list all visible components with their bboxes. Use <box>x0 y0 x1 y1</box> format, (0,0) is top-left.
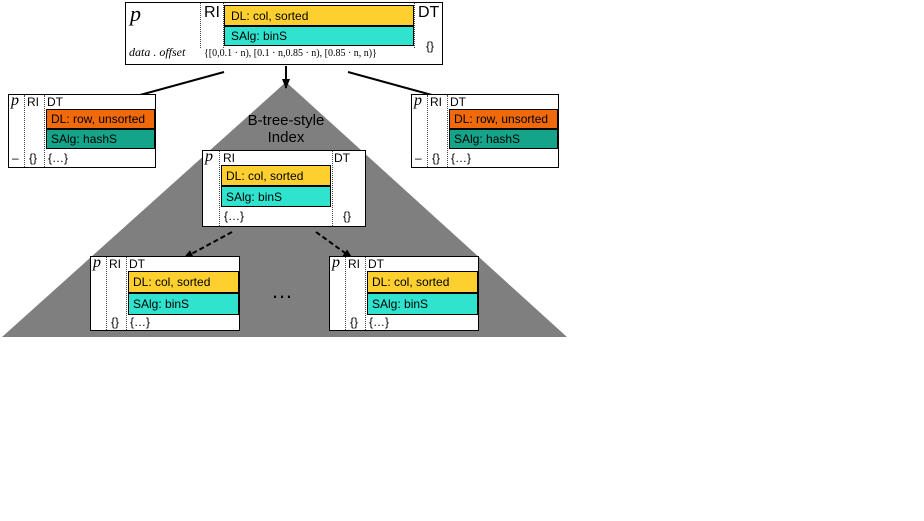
index-title: B-tree-style Index <box>226 112 346 146</box>
root-dt-value: {} <box>426 39 435 53</box>
index-leaf-left: p RI DT DL: col, sorted SAlg: binS {} {…… <box>90 254 240 331</box>
right-ri-value: {} <box>432 151 441 165</box>
leaf-right-salg-bar: SAlg: binS <box>367 293 478 315</box>
leaf-right-dl-text: DL: col, sorted <box>372 275 450 289</box>
root-salg-bar: SAlg: binS <box>224 26 414 46</box>
right-dl-bar: DL: row, unsorted <box>449 109 558 129</box>
left-node: p RI DT DL: row, unsorted SAlg: hashS – … <box>8 92 156 168</box>
left-salg-bar: SAlg: hashS <box>46 129 155 149</box>
left-dt-label: DT <box>47 95 63 109</box>
right-p-value: – <box>415 151 422 165</box>
root-dt-label: DT <box>418 4 440 21</box>
right-p-label: p <box>414 92 422 109</box>
right-dt-label: DT <box>450 95 466 109</box>
root-offset-label: data . offset <box>129 45 186 59</box>
leaf-right-dt-value: {…} <box>369 315 390 329</box>
index-top-salg-bar: SAlg: binS <box>221 186 331 207</box>
index-top-ri-label: RI <box>223 151 235 165</box>
left-dl-bar: DL: row, unsorted <box>46 109 155 129</box>
leaf-right-dl-bar: DL: col, sorted <box>367 271 478 293</box>
root-dl-bar: DL: col, sorted <box>224 5 414 26</box>
root-p-label: p <box>130 1 141 26</box>
leaf-left-dl-bar: DL: col, sorted <box>128 271 239 293</box>
leaf-ellipsis: … <box>271 278 293 303</box>
root-ri-label: RI <box>204 4 220 21</box>
right-node: p RI DT DL: row, unsorted SAlg: hashS – … <box>411 92 559 168</box>
right-salg-bar: SAlg: hashS <box>449 129 558 149</box>
leaf-right-salg-text: SAlg: binS <box>372 297 429 311</box>
index-title-line2: Index <box>267 129 305 146</box>
left-dt-value: {…} <box>48 151 69 165</box>
left-dl-text: DL: row, unsorted <box>51 112 146 126</box>
root-node: p RI DL: col, sorted SAlg: binS DT {} da… <box>125 1 443 65</box>
leaf-left-salg-bar: SAlg: binS <box>128 293 239 315</box>
right-ri-label: RI <box>430 95 442 109</box>
leaf-left-ri-label: RI <box>109 257 121 271</box>
leaf-right-ri-value: {} <box>350 315 359 329</box>
root-offset-values: {[0,0.1 · n), [0.1 · n,0.85 · n), [0.85 … <box>204 48 377 59</box>
index-top-p-label: p <box>205 148 213 165</box>
index-title-line1: B-tree-style <box>247 112 325 129</box>
right-dl-text: DL: row, unsorted <box>454 112 549 126</box>
arrow-index-to-leaf-left <box>183 231 233 259</box>
index-top-dt-label: DT <box>334 151 350 165</box>
right-dt-value: {…} <box>451 151 472 165</box>
right-salg-text: SAlg: hashS <box>454 132 521 146</box>
leaf-left-ri-value: {} <box>111 315 120 329</box>
index-top-ri-value: {…} <box>224 209 245 223</box>
index-top-dl-bar: DL: col, sorted <box>221 165 331 186</box>
index-leaf-right: p RI DT DL: col, sorted SAlg: binS {} {…… <box>329 254 479 331</box>
root-salg-text: SAlg: binS <box>231 29 288 43</box>
index-top-node: p RI DT DL: col, sorted SAlg: binS {…} {… <box>202 148 366 227</box>
left-ri-value: {} <box>29 151 38 165</box>
left-salg-text: SAlg: hashS <box>51 132 118 146</box>
left-ri-label: RI <box>27 95 39 109</box>
leaf-left-salg-text: SAlg: binS <box>133 297 190 311</box>
leaf-left-dl-text: DL: col, sorted <box>133 275 211 289</box>
leaf-left-dt-label: DT <box>129 257 145 271</box>
leaf-left-p-label: p <box>93 254 101 271</box>
index-top-dl-text: DL: col, sorted <box>226 168 304 183</box>
root-dl-text: DL: col, sorted <box>231 8 309 23</box>
left-p-value: – <box>12 151 19 165</box>
index-top-salg-text: SAlg: binS <box>226 189 283 204</box>
left-p-label: p <box>11 92 19 109</box>
leaf-right-dt-label: DT <box>368 257 384 271</box>
leaf-right-p-label: p <box>332 254 340 271</box>
leaf-left-dt-value: {…} <box>130 315 151 329</box>
index-top-dt-value: {} <box>343 209 352 223</box>
leaf-right-ri-label: RI <box>348 257 360 271</box>
